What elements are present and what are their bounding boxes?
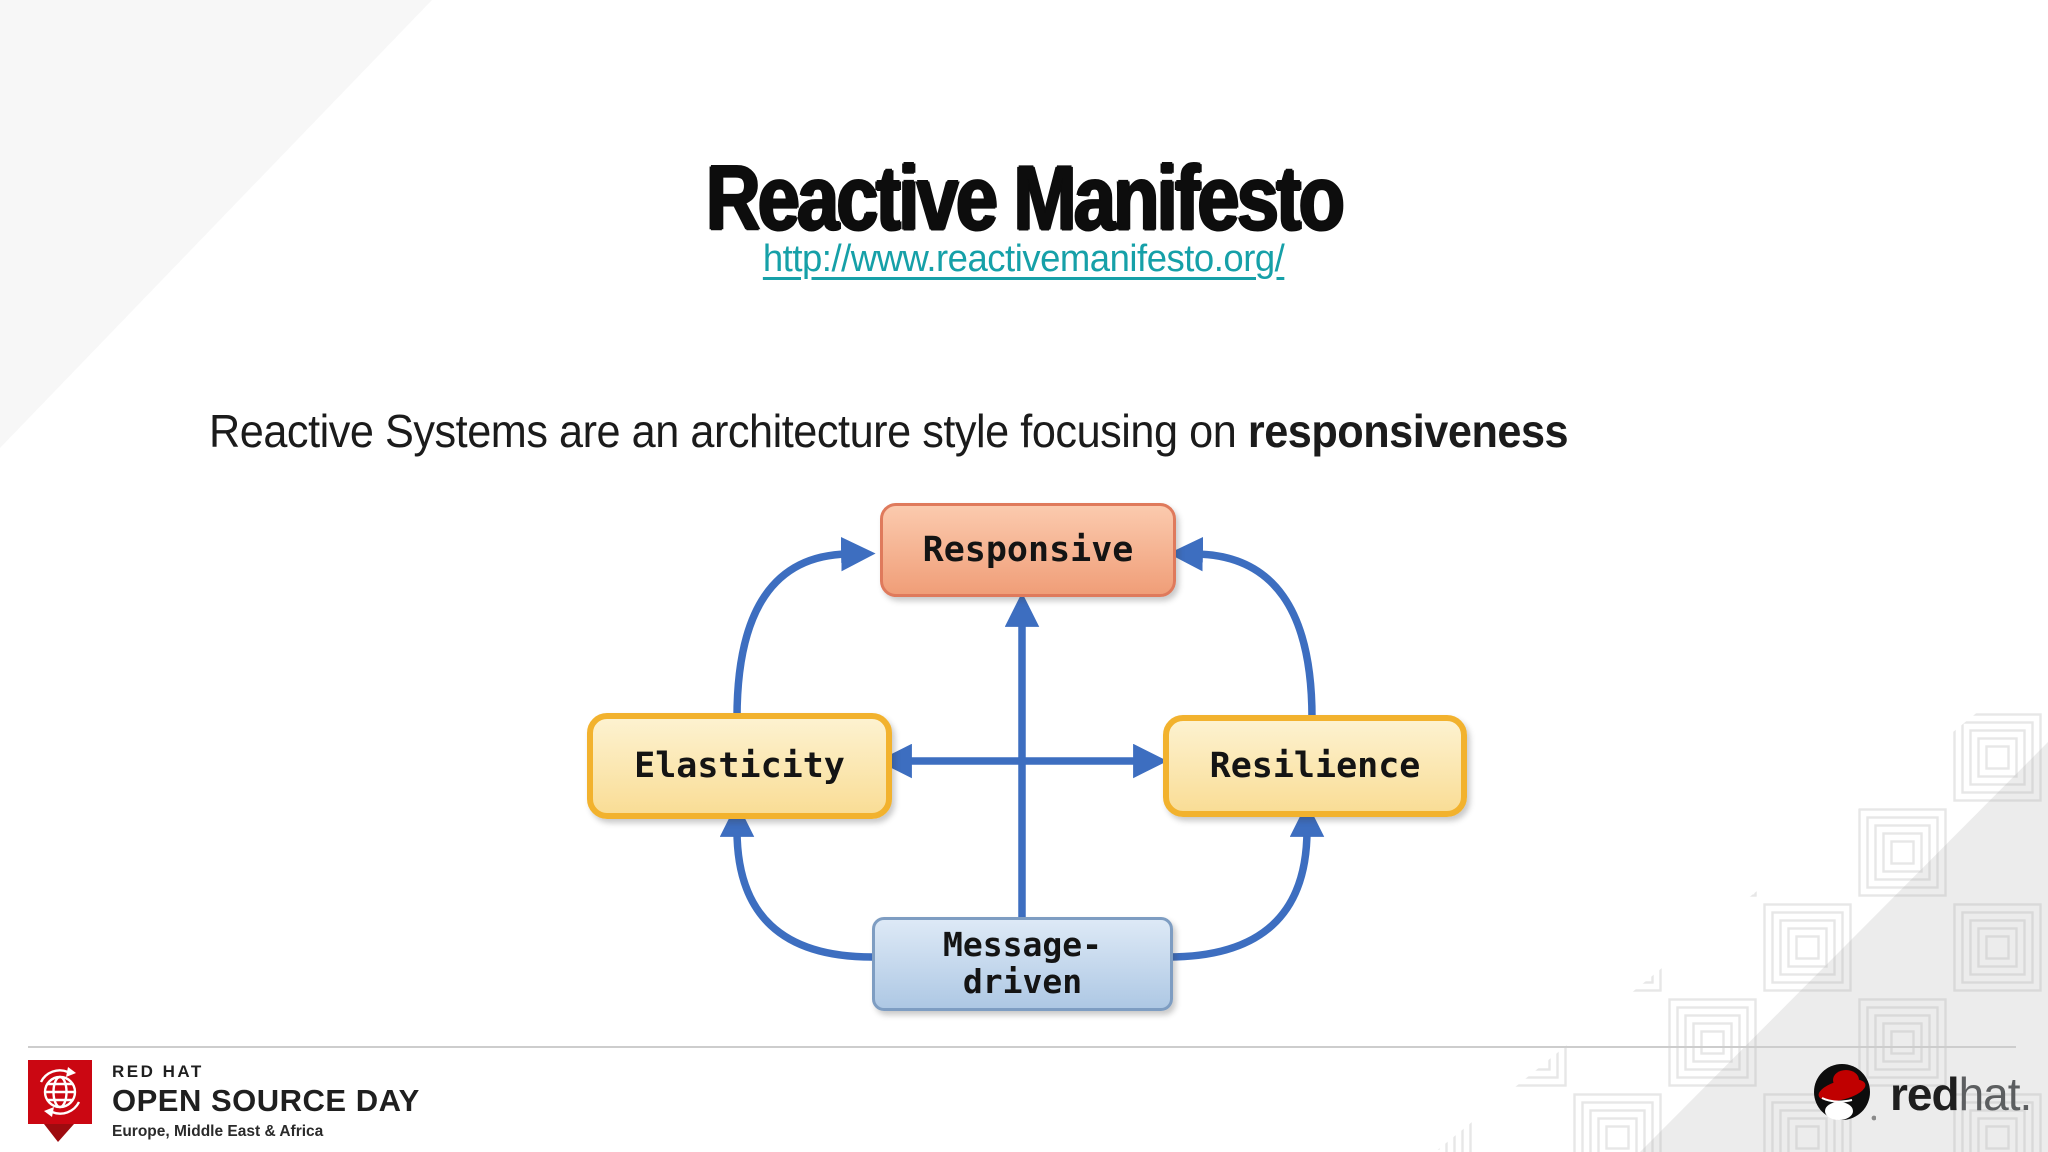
- manifesto-link[interactable]: http://www.reactivemanifesto.org/: [763, 238, 1285, 280]
- open-source-day-logo: RED HAT OPEN SOURCE DAY Europe, Middle E…: [28, 1060, 420, 1144]
- footer-divider: [28, 1046, 2016, 1048]
- page-title: Reactive Manifesto: [705, 147, 1345, 249]
- redhat-wordmark: redhat.: [1890, 1068, 2032, 1120]
- node-resilience: Resilience: [1163, 715, 1467, 817]
- redhat-brand-text: RED HAT: [112, 1062, 204, 1081]
- arrow-message-to-resilience: [1167, 802, 1325, 961]
- statement-emphasis: responsiveness: [1247, 405, 1569, 457]
- node-message-driven-label: Message- driven: [943, 925, 1102, 1001]
- event-name-text: OPEN SOURCE DAY: [112, 1083, 420, 1118]
- event-region-text: Europe, Middle East & Africa: [112, 1123, 324, 1140]
- arrow-resilience-to-responsive: [1168, 536, 1316, 719]
- statement-text: Reactive Systems are an architecture sty…: [209, 404, 1569, 458]
- globe-badge-icon: [28, 1060, 92, 1142]
- shadowman-icon: [1814, 1064, 1876, 1121]
- arrow-message-to-elasticity: [719, 802, 873, 961]
- url-row: http://www.reactivemanifesto.org/: [0, 238, 2048, 281]
- statement-prefix: Reactive Systems are an architecture sty…: [209, 405, 1248, 457]
- redhat-logo: redhat.: [1812, 1062, 2032, 1126]
- node-responsive-label: Responsive: [922, 530, 1134, 570]
- node-elasticity: Elasticity: [587, 713, 892, 819]
- node-elasticity-label: Elasticity: [634, 746, 845, 786]
- open-source-day-text: RED HAT OPEN SOURCE DAY Europe, Middle E…: [112, 1060, 420, 1144]
- node-resilience-label: Resilience: [1209, 746, 1421, 786]
- node-message-driven: Message- driven: [872, 917, 1173, 1011]
- bg-pattern-bottom-right: [1435, 655, 2048, 1152]
- arrow-elasticity-to-responsive: [733, 536, 876, 719]
- node-responsive: Responsive: [880, 503, 1176, 597]
